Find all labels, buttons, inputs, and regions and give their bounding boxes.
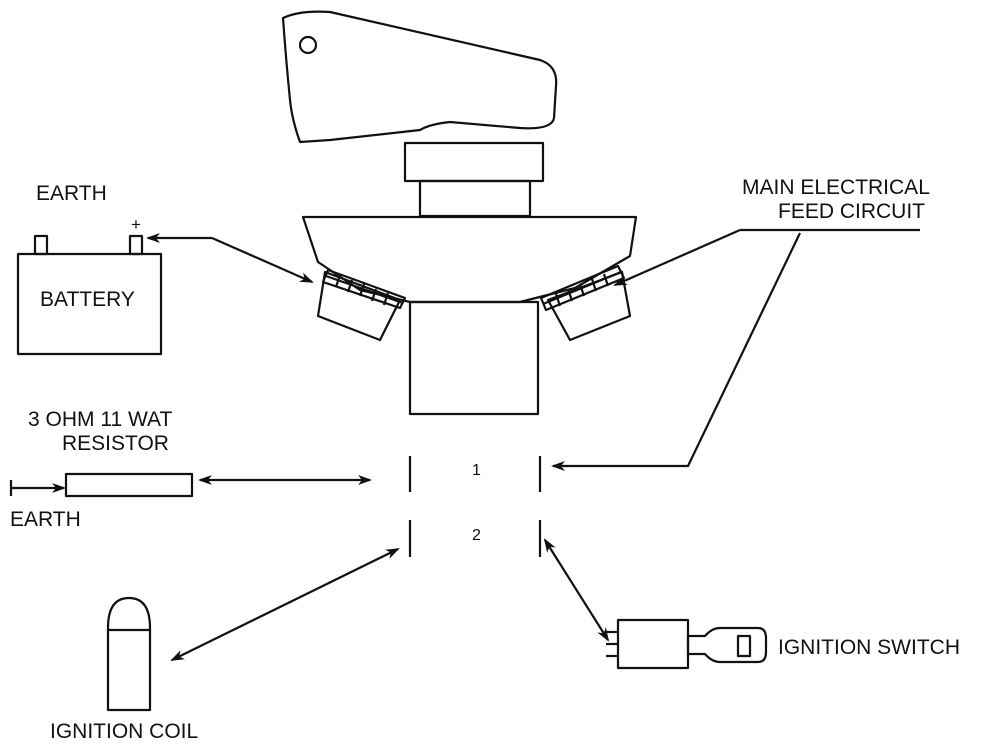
switch-neck (418, 179, 532, 218)
terminal-1-label: 1 (472, 462, 481, 479)
terminal-2-label: 2 (472, 527, 481, 544)
earth-top-label: EARTH (36, 182, 107, 205)
earth-bottom-label: EARTH (10, 508, 81, 531)
resistor-icon (64, 472, 194, 498)
ignition-coil-icon (106, 596, 152, 712)
resistor-label-line1: 3 OHM 11 WAT (28, 408, 173, 431)
earth-symbol-icon (9, 480, 66, 496)
ignition-switch-icon (606, 618, 768, 670)
right-terminal-block (539, 264, 632, 342)
ignition-switch-label: IGNITION SWITCH (778, 636, 960, 659)
battery-plus-label: + (131, 215, 141, 234)
main-feed-label-line1: MAIN ELECTRICAL (742, 176, 930, 199)
key-slot-icon (736, 634, 752, 658)
ignition-coil-label: IGNITION COIL (50, 720, 199, 743)
switch-body-flange (301, 215, 638, 304)
switch-lower-body (408, 300, 540, 416)
switch-collar (403, 141, 545, 183)
battery-label: BATTERY (40, 288, 135, 311)
resistor-label-line2: RESISTOR (62, 432, 169, 455)
left-terminal-block (316, 268, 407, 342)
terminal-gap-lines (408, 456, 542, 557)
isolator-key-handle (281, 10, 558, 144)
battery-icon (16, 234, 163, 356)
connection-arrows (146, 228, 920, 661)
key-hole-icon (298, 35, 318, 55)
main-feed-label-line2: FEED CIRCUIT (778, 200, 925, 223)
